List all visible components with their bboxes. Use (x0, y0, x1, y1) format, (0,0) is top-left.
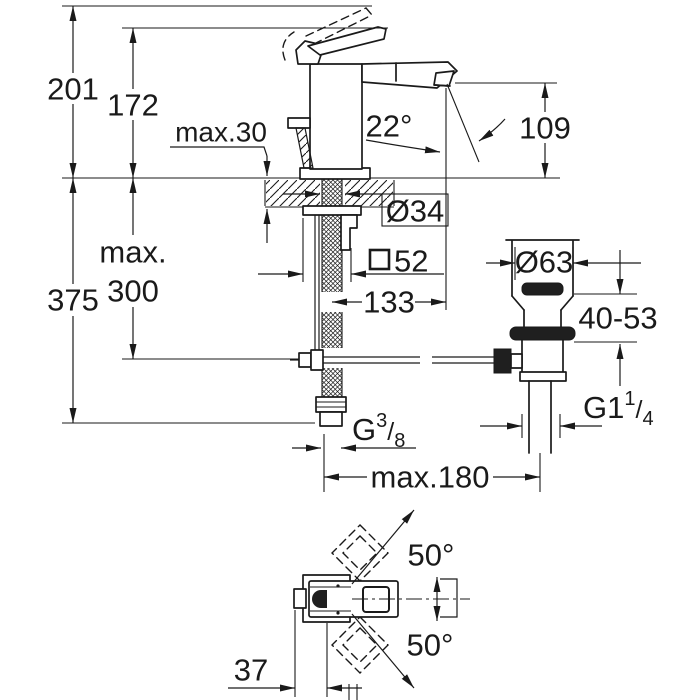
dim-handle-offset-label: 37 (234, 653, 268, 688)
dim-swivel-upper-label: 50° (408, 538, 455, 573)
deck-section (62, 177, 560, 208)
dimensions: 201 172 max.30 22° 109 Ø34 52 133 (45, 5, 658, 495)
dim-reach-max-label: max.180 (371, 460, 490, 495)
waste-plug-cap (521, 282, 564, 296)
waste-thread-sub: 4 (642, 408, 653, 430)
supply-thread-slash: / (387, 418, 394, 446)
dim-waste-diameter-label: Ø63 (515, 245, 574, 280)
swivel-line-lower (351, 613, 415, 689)
handle-open-dashed (282, 7, 373, 61)
dim-clamp-range-label: 40-53 (578, 301, 657, 336)
dim-deck-thickness-label: max.30 (175, 117, 267, 148)
dim-below-total-label: 375 (47, 283, 99, 318)
waste-gasket (509, 326, 576, 341)
faucet-top-view: 50° 50° 37 (228, 509, 470, 700)
swivel-position-lower-outer (331, 616, 389, 674)
aerator (433, 70, 455, 87)
pop-up-lever (287, 117, 311, 129)
supply-thread-sub: 8 (394, 430, 405, 452)
swivel-position-upper (342, 535, 378, 571)
waste-thread-base: G1 (583, 390, 624, 425)
waste-thread-slash: / (635, 396, 642, 424)
dim-base-square-label: 52 (394, 244, 428, 279)
dim-spout-height-label: 109 (519, 111, 571, 146)
dim-spout-reach-label: 133 (363, 285, 415, 320)
dim-below-max-label-line1: max. (99, 235, 166, 270)
dim-swivel-lower-label: 50° (407, 628, 454, 663)
stream-angle-line (446, 83, 480, 163)
rod-joint (310, 349, 324, 371)
mounting-bracket (340, 214, 358, 251)
waste-thread-sup: 1 (624, 388, 635, 410)
dim-body-height-label: 172 (107, 88, 159, 123)
spout-plan (293, 588, 307, 609)
faucet-body (309, 63, 363, 170)
handle-closed (295, 26, 387, 65)
supply-thread-base: G (352, 412, 376, 447)
faucet-side-view (282, 7, 480, 310)
dim-below-max-label-line2: 300 (107, 274, 159, 309)
rod-knurled-knob (493, 348, 512, 374)
supply-thread-sup: 3 (376, 410, 387, 432)
dim-hole-diameter-label: Ø34 (386, 194, 445, 229)
supply-hose (322, 179, 342, 292)
clamp-flange (302, 205, 362, 216)
dim-supply-thread-label: G3/8 (352, 410, 405, 452)
pop-up-waste-assembly (493, 239, 580, 454)
dim-spray-angle-label: 22° (366, 109, 413, 144)
swivel-position-upper-outer (331, 524, 389, 582)
deck-hatch-left (266, 180, 320, 206)
swivel-line-upper (351, 509, 415, 585)
swivel-position-lower (342, 627, 378, 663)
under-deck-assembly (290, 179, 494, 427)
dim-total-height-label: 201 (47, 72, 99, 107)
square-symbol (368, 248, 391, 271)
supply-connector (315, 396, 347, 427)
outlet-plan (312, 590, 327, 608)
dim-waste-thread-label: G11/4 (583, 388, 654, 430)
